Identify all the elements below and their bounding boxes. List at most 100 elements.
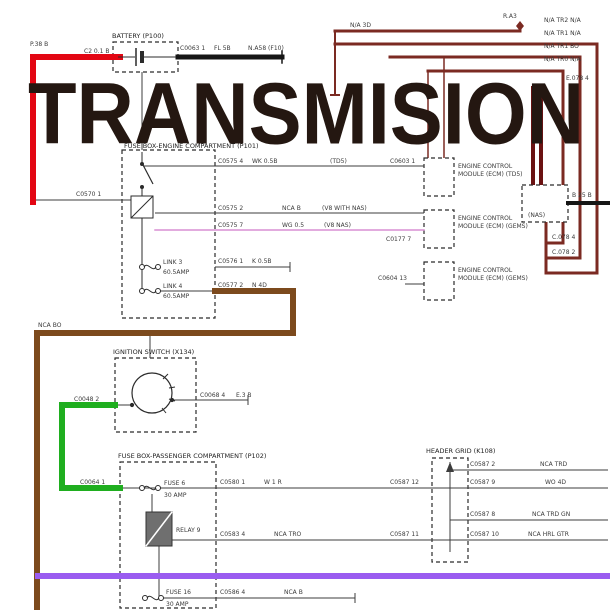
label-hg-r4r: NCA HRL GTR (528, 531, 569, 538)
label-ecm3-line1: ENGINE CONTROL (458, 267, 513, 274)
label-n4d: N 4D (252, 282, 267, 289)
label-v8-nas: (V8 NAS) (324, 222, 351, 229)
power-wires (30, 50, 610, 610)
label-hg-r3r: NCA TRD GN (532, 511, 570, 518)
label-ra3: R.A3 (503, 13, 517, 20)
label-harness-row3: N/A TR1 BO (544, 43, 579, 50)
label-harness-row2: N/A TR1 N/A (544, 30, 582, 37)
label-c0586: C0586 4 (220, 589, 245, 596)
label-fuse16: FUSE 16 (166, 589, 191, 596)
label-hg-r2l: C0587 9 (470, 479, 495, 486)
brown-wire (34, 288, 296, 610)
label-c078b: C.078 2 (552, 249, 575, 256)
label-k05b: K 0.5B (252, 258, 272, 265)
label-fuse16-amp: 30 AMP (166, 601, 189, 608)
label-engine-box-name: FUSE BOX-ENGINE COMPARTMENT (P101) (124, 142, 259, 150)
fuse16-row-wire (163, 593, 356, 603)
label-hg-r2r: WO 4D (545, 479, 566, 486)
label-link3: LINK 3 (163, 259, 182, 266)
label-nas: (NAS) (528, 212, 545, 219)
link3-fuse-symbol (139, 264, 161, 270)
label-hg-r1r: NCA TRD (540, 461, 568, 468)
label-fusible-dest: N.A58 (F10) (248, 45, 284, 52)
label-hg-r3l: C0587 8 (470, 511, 495, 518)
label-header-grid-name: HEADER GRID (K108) (426, 447, 495, 455)
fuse6-symbol (139, 485, 161, 491)
ignition-terminal-left (129, 402, 135, 408)
ecm-box-3 (423, 261, 455, 301)
fuse16-symbol (142, 595, 164, 601)
label-ecm1-line2: MODULE (ECM) (TD5) (458, 171, 522, 178)
label-nca-b: NCA B (282, 205, 301, 212)
nas-box (521, 184, 569, 223)
relay-diagonal (145, 511, 173, 547)
engine-relay-symbol (130, 152, 154, 291)
label-ignition-name: IGNITION SWITCH (X134) (113, 348, 194, 356)
label-wg: WG 0.5 (282, 222, 304, 229)
ignition-right-lead (172, 395, 249, 405)
label-link3-amp: 60.5AMP (163, 269, 190, 276)
label-v8-with-nas: (V8 WITH NAS) (322, 205, 367, 212)
label-c0575-7: C0575 7 (218, 222, 243, 229)
label-nca-bo: NCA BO (38, 322, 62, 329)
label-c0177: C0177 7 (386, 236, 411, 243)
label-td5: (TD5) (330, 158, 347, 165)
label-c0577: C0577 2 (218, 282, 243, 289)
label-c0570: C0570 1 (76, 191, 101, 198)
label-ecm2-line2: MODULE (ECM) (GEMS) (458, 223, 528, 230)
page-title: TRANSMISION (28, 64, 584, 162)
label-ecm2-line1: ENGINE CONTROL (458, 215, 513, 222)
label-c0587-12: C0587 12 (390, 479, 419, 486)
label-na3d: N/A 3D (350, 22, 371, 29)
engine-fusebox-box (121, 149, 216, 319)
label-fuse6-amp: 30 AMP (164, 492, 187, 499)
battery-symbol (118, 48, 176, 66)
label-c0576: C0576 1 (218, 258, 243, 265)
label-battery-feed: P.38 B (30, 41, 48, 48)
switch-contact-top (140, 162, 144, 166)
title-group: TRANSMISION (28, 64, 584, 162)
harness-wires (330, 21, 599, 275)
link3-output-wire (215, 262, 291, 272)
label-c0587-11: C0587 11 (390, 531, 419, 538)
passenger-relay-symbol (145, 511, 173, 547)
harness-wire-b (333, 42, 599, 275)
labels: P.38 B BATTERY (P100) C2 0.1 B C0063 1 F… (30, 13, 592, 608)
symbols (118, 48, 454, 601)
relay-coil-diagonal (130, 195, 154, 219)
label-fuse6: FUSE 6 (164, 480, 185, 487)
label-e3b: E.3 B (236, 392, 252, 399)
label-link4-amp: 60.5AMP (163, 293, 190, 300)
label-c078a: C.078 4 (552, 234, 575, 241)
label-b25b: B 25 B (572, 192, 592, 199)
label-c0575-2: C0575 2 (218, 205, 243, 212)
label-hg-r1l: C0587 2 (470, 461, 495, 468)
label-battery-conn-left: C2 0.1 B (84, 48, 109, 55)
label-c0603: C0603 1 (390, 158, 415, 165)
harness-wire-d (426, 69, 565, 245)
ecm-box-2 (423, 209, 455, 249)
label-relay9: RELAY 9 (176, 527, 201, 534)
ignition-terminal-right (169, 397, 175, 403)
label-c0604: C0604 13 (378, 275, 407, 282)
label-e078: E.078 4 (566, 75, 589, 82)
label-ecm1-line1: ENGINE CONTROL (458, 163, 513, 170)
label-w1r: W 1 R (264, 479, 282, 486)
label-c0068: C0068 4 (200, 392, 225, 399)
ecm-box-1 (423, 157, 455, 197)
label-wk: WK 0.5B (252, 158, 277, 165)
red-battery-feed-wire (30, 54, 123, 205)
label-c0575-4: C0575 4 (218, 158, 243, 165)
label-nca-b2: NCA B (284, 589, 303, 596)
label-c0064: C0064 1 (80, 479, 105, 486)
harness-trunk-left (330, 30, 340, 96)
switch-contact-bottom (140, 185, 144, 189)
ra3-arrow-icon (516, 21, 524, 31)
label-harness-row4: N/A TR0 N/A (544, 56, 582, 63)
label-harness-row1: N/A TR2 N/A (544, 17, 582, 24)
harness-wire-c (388, 55, 582, 260)
label-battery-name: BATTERY (P100) (112, 32, 164, 40)
label-ecm3-line2: MODULE (ECM) (GEMS) (458, 275, 528, 282)
